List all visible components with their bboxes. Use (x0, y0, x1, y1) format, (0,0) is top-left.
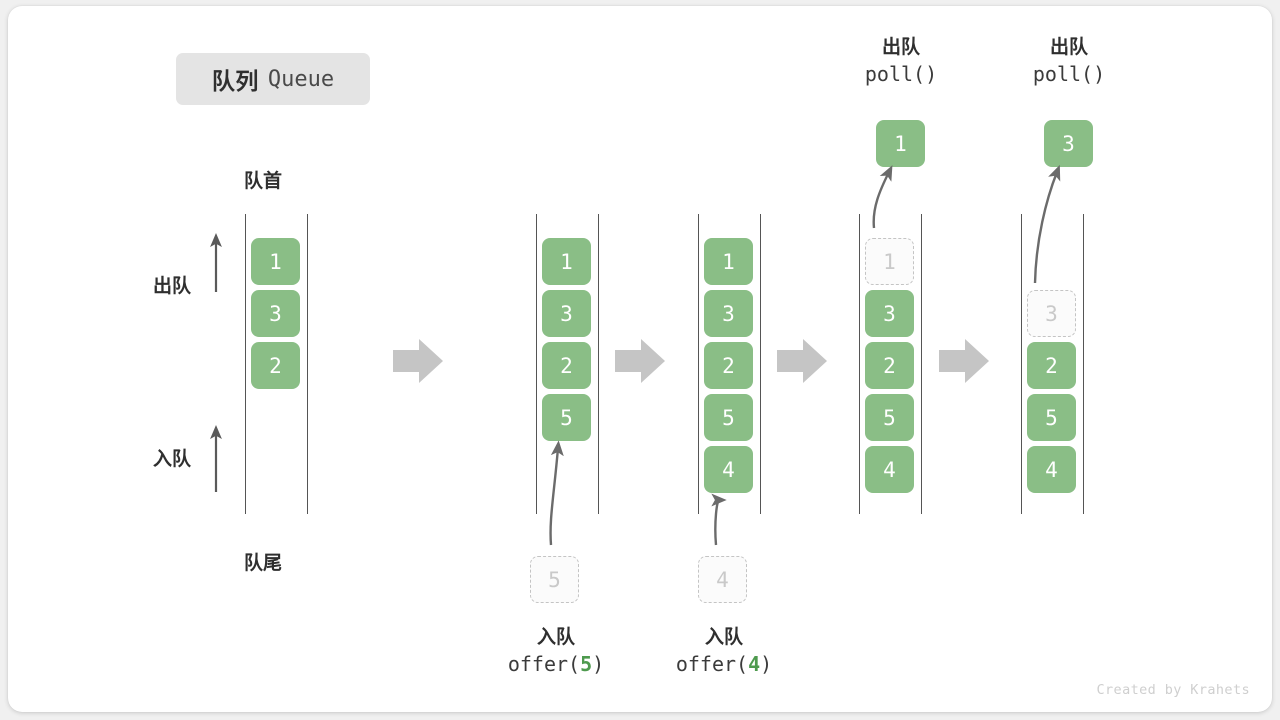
queue-cell: 2 (704, 342, 753, 389)
fn-arg: 4 (748, 651, 761, 676)
rail-left (245, 214, 246, 514)
queue-cell: 5 (1027, 394, 1076, 441)
credit-text: Created by Krahets (1096, 682, 1250, 698)
queue-cell: 5 (542, 394, 591, 441)
queue-cell: 3 (542, 290, 591, 337)
fn-prefix: offer( (675, 651, 749, 676)
queue-cell: 4 (1027, 446, 1076, 493)
queue-column-after-offer-5: 1 3 2 5 (536, 214, 599, 514)
title-chinese: 队列 (211, 68, 259, 94)
operation-caption-poll-1: 出队 poll() (823, 36, 979, 87)
title-english: Queue (267, 66, 335, 92)
operation-label-cn: 入队 (704, 627, 743, 648)
operation-signature: offer(4) (646, 651, 802, 677)
rail-right (760, 214, 761, 514)
operation-caption-offer-4: 入队 offer(4) (646, 626, 802, 677)
poll-result-box-1: 1 (876, 120, 925, 167)
label-queue-tail: 队尾 (244, 553, 283, 574)
rail-left (536, 214, 537, 514)
rail-right (921, 214, 922, 514)
queue-cell-removed: 3 (1027, 290, 1076, 337)
rail-left (859, 214, 860, 514)
rail-right (1083, 214, 1084, 514)
queue-cell: 3 (865, 290, 914, 337)
diagram-card: 队列 Queue 队首 队尾 出队 入队 1 3 2 1 3 2 5 1 (8, 6, 1272, 712)
queue-cell: 3 (704, 290, 753, 337)
queue-cell-removed: 1 (865, 238, 914, 285)
queue-cell: 3 (251, 290, 300, 337)
queue-cell: 5 (704, 394, 753, 441)
operation-caption-poll-3: 出队 poll() (991, 36, 1147, 87)
rail-right (598, 214, 599, 514)
operation-signature: poll() (991, 61, 1147, 87)
offer-source-ghost-5: 5 (530, 556, 579, 603)
fn-prefix: poll( (1032, 61, 1094, 86)
fn-prefix: offer( (507, 651, 581, 676)
queue-cell: 2 (542, 342, 591, 389)
diagram-title-badge: 队列 Queue (176, 53, 370, 105)
queue-column-after-poll-1: 1 3 2 5 4 (859, 214, 922, 514)
label-queue-head: 队首 (244, 171, 283, 192)
fn-prefix: poll( (864, 61, 926, 86)
queue-cell: 4 (865, 446, 914, 493)
rail-left (698, 214, 699, 514)
operation-caption-offer-5: 入队 offer(5) (478, 626, 634, 677)
queue-column-after-poll-3: 3 2 5 4 (1021, 214, 1084, 514)
queue-cell: 2 (1027, 342, 1076, 389)
rail-right (307, 214, 308, 514)
fn-suffix: ) (1093, 61, 1106, 86)
fn-suffix: ) (592, 651, 605, 676)
queue-cell: 4 (704, 446, 753, 493)
operation-label-cn: 出队 (881, 37, 920, 58)
queue-cell: 1 (704, 238, 753, 285)
label-enqueue-direction: 入队 (153, 449, 192, 470)
operation-label-cn: 入队 (536, 627, 575, 648)
rail-left (1021, 214, 1022, 514)
queue-cell: 2 (251, 342, 300, 389)
queue-column-after-offer-4: 1 3 2 5 4 (698, 214, 761, 514)
queue-cell: 1 (542, 238, 591, 285)
queue-column-initial-queue: 1 3 2 (245, 214, 308, 514)
fn-suffix: ) (925, 61, 938, 86)
label-dequeue-direction: 出队 (153, 276, 192, 297)
operation-signature: offer(5) (478, 651, 634, 677)
queue-cell: 5 (865, 394, 914, 441)
fn-arg: 5 (580, 651, 593, 676)
queue-cell: 2 (865, 342, 914, 389)
operation-label-cn: 出队 (1049, 37, 1088, 58)
poll-result-box-3: 3 (1044, 120, 1093, 167)
fn-suffix: ) (760, 651, 773, 676)
operation-signature: poll() (823, 61, 979, 87)
queue-cell: 1 (251, 238, 300, 285)
offer-source-ghost-4: 4 (698, 556, 747, 603)
